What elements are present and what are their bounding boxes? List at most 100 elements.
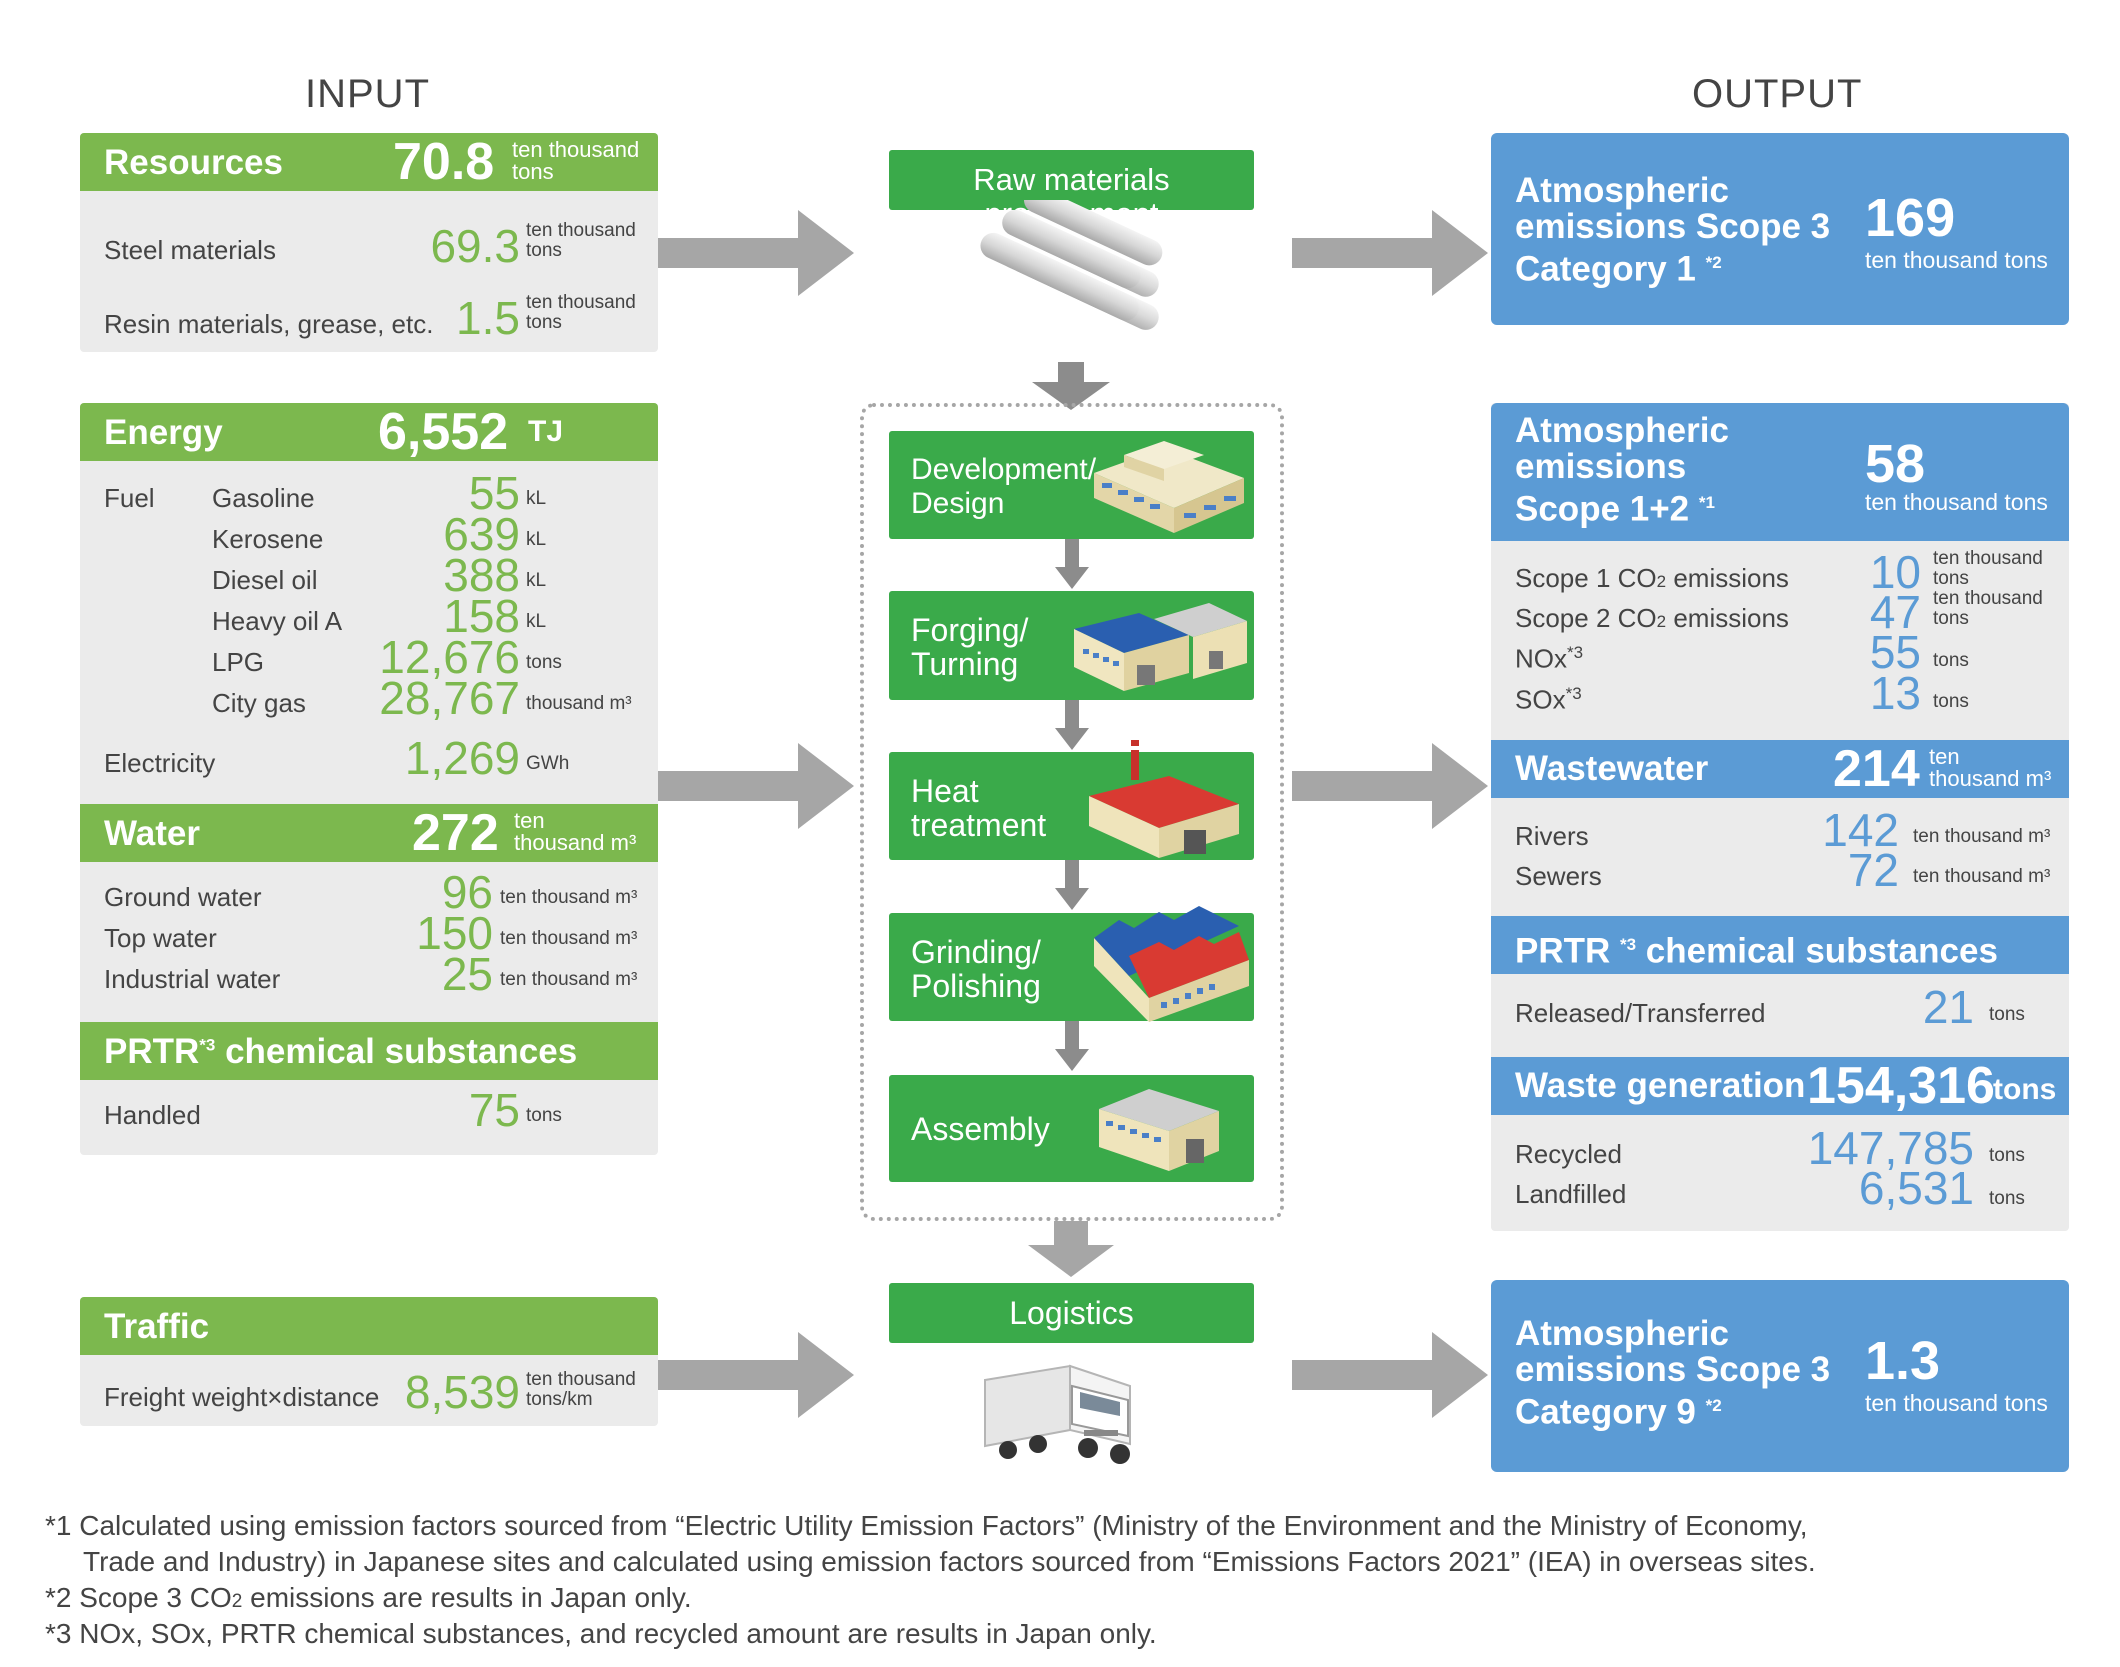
arrow-down-icon — [1055, 860, 1089, 910]
step-label: Grinding/Polishing — [911, 934, 1041, 1004]
fuel-item-value: 12,676 — [379, 631, 520, 683]
water-item-value: 96 — [441, 866, 493, 918]
water-item-unit: ten thousand m³ — [500, 969, 638, 990]
sox-unit: tons — [1933, 691, 1969, 712]
scope12-unit: ten thousand tons — [1865, 489, 2048, 515]
scope3-cat1-unit: ten thousand tons — [1865, 247, 2048, 273]
arrow-down-icon — [1055, 1021, 1089, 1071]
wastewater-title: Wastewater — [1515, 749, 1709, 788]
landfilled-value: 6,531 — [1858, 1162, 1974, 1214]
resin-value: 1.5 — [456, 292, 520, 344]
assembly-plant-icon — [1099, 1089, 1219, 1171]
arrow-right-icon — [1292, 743, 1488, 829]
process-step-development: Development/Design — [889, 431, 1254, 539]
process-step-forging: Forging/Turning — [889, 591, 1254, 700]
released-unit: tons — [1989, 1004, 2025, 1025]
scope3-cat1-value: 169 — [1865, 188, 1956, 248]
electricity-label: Electricity — [104, 748, 216, 778]
traffic-header: Traffic — [80, 1297, 658, 1355]
energy-header: Energy 6,552 TJ — [80, 403, 658, 461]
released-value: 21 — [1922, 981, 1974, 1033]
prtr-output-title: PRTR *3 chemical substances — [1515, 931, 1998, 971]
process-step-grinding: Grinding/Polishing — [889, 906, 1254, 1022]
arrow-down-icon — [1028, 1221, 1114, 1277]
resources-total-value: 70.8 — [393, 133, 495, 191]
truck-icon — [984, 1364, 1131, 1464]
scope1-value: 10 — [1869, 546, 1921, 598]
fuel-item-value: 158 — [443, 590, 520, 642]
scope12-value: 58 — [1865, 434, 1926, 494]
factory-sawtooth-icon — [1094, 906, 1249, 1022]
waste-header: Waste generation 154,316 tons — [1491, 1057, 2069, 1115]
fuel-item-value: 639 — [443, 508, 520, 560]
prtr-input-title: PRTR*3 chemical substances — [104, 1032, 578, 1071]
freight-label: Freight weight×distance — [104, 1382, 380, 1412]
arrow-right-icon — [658, 743, 854, 829]
output-heading: OUTPUT — [1692, 72, 1863, 116]
handled-unit: tons — [526, 1105, 562, 1126]
resin-label: Resin materials, grease, etc. — [104, 309, 434, 339]
handled-label: Handled — [104, 1100, 201, 1130]
fuel-item-unit: tons — [526, 652, 562, 673]
fuel-item-label: Kerosene — [212, 524, 324, 554]
fuel-label: Fuel — [104, 483, 155, 513]
sewers-unit: ten thousand m³ — [1913, 866, 2051, 887]
water-item-label: Ground water — [104, 882, 262, 912]
arrow-right-icon — [658, 210, 854, 296]
office-building-icon — [1094, 441, 1244, 533]
rivers-label: Rivers — [1515, 821, 1589, 851]
resources-title: Resources — [104, 143, 283, 182]
recycled-unit: tons — [1989, 1145, 2025, 1166]
waste-title: Waste generation — [1515, 1066, 1806, 1105]
water-item-label: Industrial water — [104, 964, 281, 994]
prtr-output-header: PRTR *3 chemical substances — [1491, 916, 2069, 974]
step-label: Assembly — [911, 1111, 1050, 1147]
sox-label: SOx*3 — [1515, 684, 1582, 715]
fuel-item-unit: kL — [526, 488, 547, 509]
scope2-value: 47 — [1869, 586, 1921, 638]
freight-value: 8,539 — [404, 1366, 520, 1418]
step-label: Development/Design — [911, 453, 1097, 520]
steel-value: 69.3 — [430, 220, 520, 272]
landfilled-label: Landfilled — [1515, 1179, 1627, 1209]
footnote-2: *2 Scope 3 CO2 emissions are results in … — [45, 1582, 692, 1613]
step-label: Forging/Turning — [911, 612, 1029, 682]
traffic-title: Traffic — [104, 1307, 210, 1346]
electricity-unit: GWh — [526, 753, 570, 774]
fuel-item-unit: thousand m³ — [526, 693, 632, 714]
electricity-value: 1,269 — [404, 732, 520, 784]
footnote-1-continued: Trade and Industry) in Japanese sites an… — [83, 1546, 1816, 1577]
scope1-label: Scope 1 CO2 emissions — [1515, 563, 1789, 593]
fuel-item-value: 388 — [443, 549, 520, 601]
recycled-label: Recycled — [1515, 1139, 1622, 1169]
scope2-label: Scope 2 CO2 emissions — [1515, 603, 1789, 633]
nox-label: NOx*3 — [1515, 643, 1584, 674]
fuel-item-unit: kL — [526, 570, 547, 591]
rivers-value: 142 — [1822, 804, 1899, 856]
handled-value: 75 — [468, 1084, 520, 1136]
sox-value: 13 — [1869, 667, 1921, 719]
arrow-right-icon — [1292, 1332, 1488, 1418]
steel-pipes-icon — [980, 200, 1163, 330]
scope3-cat9-unit: ten thousand tons — [1865, 1390, 2048, 1416]
steel-label: Steel materials — [104, 235, 276, 265]
water-item-value: 25 — [441, 948, 493, 1000]
water-item-unit: ten thousand m³ — [500, 928, 638, 949]
recycled-value: 147,785 — [1807, 1122, 1974, 1174]
